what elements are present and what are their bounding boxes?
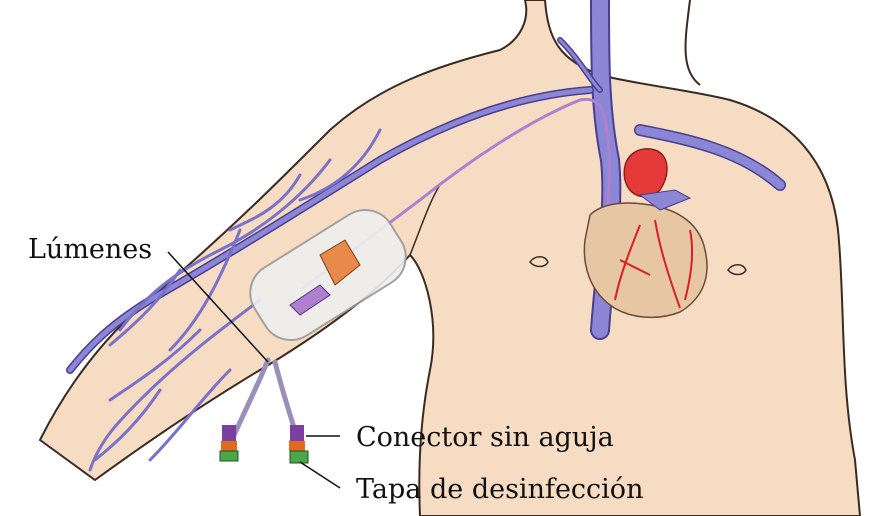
connector-right <box>289 425 309 464</box>
chest-contour <box>409 184 441 256</box>
nipples <box>529 256 747 276</box>
neck-line <box>684 0 701 86</box>
arm-vein-network <box>88 128 382 472</box>
picc-dressing <box>249 209 407 341</box>
label-disinfection-cap: Tapa de desinfección <box>356 474 644 505</box>
heart-illustration <box>583 148 708 319</box>
connector-left <box>219 425 239 462</box>
leader-lines <box>167 251 341 489</box>
label-needleless-connector: Conector sin aguja <box>356 422 614 453</box>
label-lumens: Lúmenes <box>28 234 153 265</box>
